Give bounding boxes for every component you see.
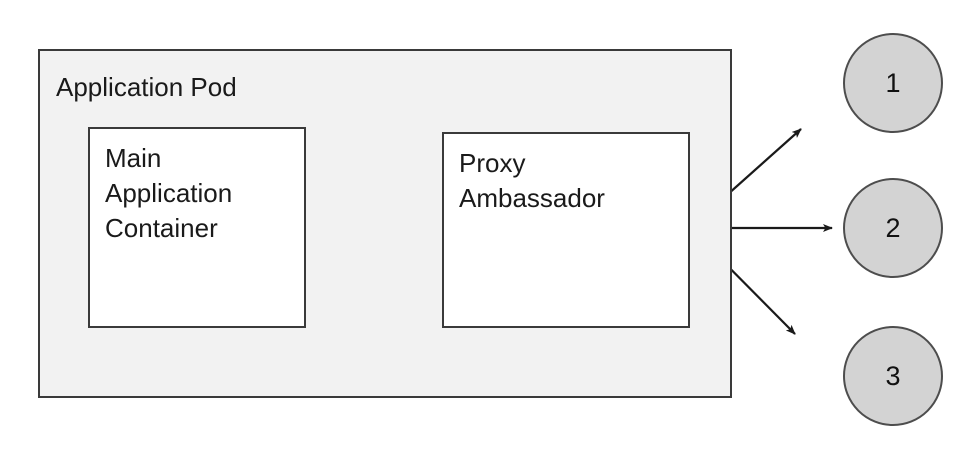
service-circle-3[interactable]: 3	[843, 326, 943, 426]
node-proxy-ambassador[interactable]: Proxy Ambassador	[442, 132, 690, 328]
service-circle-1[interactable]: 1	[843, 33, 943, 133]
service-circle-2[interactable]: 2	[843, 178, 943, 278]
application-pod-label: Application Pod	[56, 72, 237, 102]
node-proxy-ambassador-label: Proxy Ambassador	[459, 148, 605, 213]
node-main-application-container[interactable]: Main Application Container	[88, 127, 306, 328]
node-main-application-container-label: Main Application Container	[105, 143, 233, 243]
